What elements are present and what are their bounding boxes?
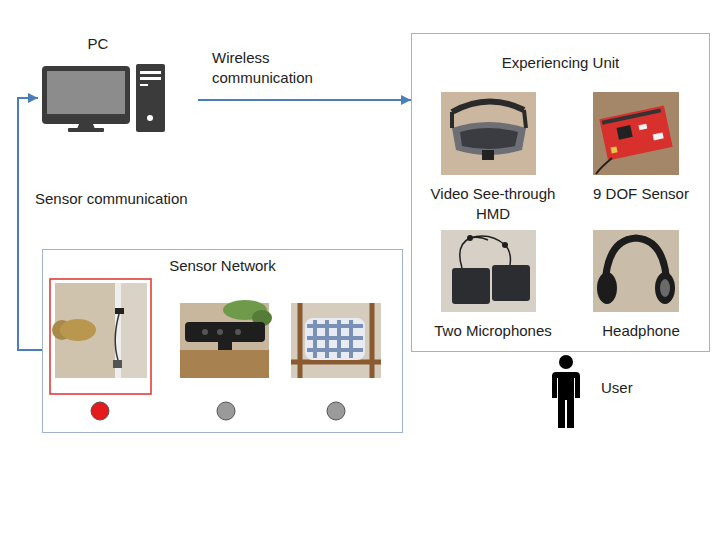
pc-icon-part bbox=[140, 71, 161, 74]
user-icon-part bbox=[559, 355, 573, 369]
sensor-photo-part bbox=[610, 146, 617, 153]
arrow-connector bbox=[18, 98, 42, 350]
headphone-photo bbox=[593, 230, 679, 312]
headphone-photo-part bbox=[597, 272, 617, 304]
pc-icon-part bbox=[140, 77, 161, 80]
sensor-photo bbox=[593, 92, 679, 175]
hmd-photo-part bbox=[460, 128, 518, 149]
kinect-photo-part bbox=[202, 329, 208, 335]
box-title: Sensor Network bbox=[43, 250, 402, 276]
microphones-photo-part bbox=[441, 230, 536, 312]
pc-icon bbox=[42, 64, 165, 132]
door-sensor-photo-part bbox=[113, 360, 122, 368]
device-item: Video See-through HMD bbox=[424, 93, 562, 230]
computer-node: PC bbox=[38, 34, 198, 134]
user-icon bbox=[552, 355, 580, 428]
kinect-photo-part bbox=[180, 350, 269, 378]
kinect-photo-part bbox=[217, 329, 223, 335]
item-label: PC bbox=[38, 34, 158, 54]
door-sensor-photo bbox=[52, 283, 147, 378]
microphones-photo-part bbox=[492, 265, 530, 301]
door-sensor-photo-part bbox=[115, 314, 119, 360]
hmd-photo bbox=[441, 92, 536, 175]
edge-label: Sensor communication bbox=[35, 189, 188, 209]
door-sensor-photo-part bbox=[55, 283, 115, 378]
box-title: Experiencing Unit bbox=[412, 34, 709, 73]
headphone-photo-part bbox=[655, 272, 675, 304]
sensor-photo-part bbox=[593, 92, 679, 175]
microphones-photo-part bbox=[452, 268, 490, 304]
kinect-photo-part bbox=[218, 342, 232, 350]
edge-label: Wireless communication bbox=[212, 48, 342, 88]
sensor-photo-part bbox=[617, 125, 633, 140]
device-item: Headphone bbox=[582, 231, 700, 347]
sensor-photo-part bbox=[602, 108, 662, 124]
item-label: Video See-through HMD bbox=[424, 184, 562, 224]
device-item: Two Microphones bbox=[419, 231, 567, 347]
cushion-photo-part bbox=[291, 303, 381, 378]
hmd-photo-part bbox=[452, 101, 524, 112]
microphones-photo-part bbox=[502, 242, 508, 248]
hmd-photo-part bbox=[482, 150, 494, 160]
pc-icon-part bbox=[136, 64, 165, 132]
door-sensor-photo-part bbox=[55, 283, 147, 378]
cushion-photo-part bbox=[307, 320, 363, 358]
device-item: 9 DOF Sensor bbox=[592, 93, 690, 230]
user-icon-part bbox=[552, 372, 580, 428]
unit-box: Experiencing UnitVideo See-through HMD 9 … bbox=[411, 33, 710, 352]
pc-icon-part bbox=[42, 66, 130, 124]
status-dot bbox=[327, 402, 345, 420]
pc-icon-part bbox=[68, 128, 104, 132]
microphones-photo-part bbox=[467, 235, 473, 241]
item-label: Two Microphones bbox=[419, 321, 567, 341]
pc-icon-part bbox=[147, 115, 153, 121]
item-label: Headphone bbox=[582, 321, 700, 341]
pc-icon-part bbox=[140, 84, 148, 86]
sensor-photo-part bbox=[638, 124, 647, 131]
network-box: Sensor Network bbox=[42, 249, 403, 433]
sensor-photo-part bbox=[599, 106, 672, 161]
status-dot bbox=[91, 402, 109, 420]
item-label: 9 DOF Sensor bbox=[592, 184, 690, 204]
cushion-photo-part bbox=[305, 318, 365, 360]
hmd-photo-part bbox=[452, 110, 526, 128]
pc-icon-part bbox=[47, 71, 125, 114]
microphones-photo bbox=[441, 230, 536, 312]
kinect-photo-part bbox=[185, 322, 265, 342]
sensor-photo-part bbox=[599, 106, 672, 161]
hmd-photo-part bbox=[441, 92, 536, 175]
headphone-photo-part bbox=[593, 230, 679, 312]
headphone-photo-part bbox=[660, 279, 670, 297]
arrow-connector bbox=[198, 99, 411, 101]
user-node: User bbox=[548, 356, 648, 430]
cushion-photo bbox=[291, 303, 381, 378]
microphones-photo-part bbox=[460, 236, 511, 268]
highlight-frame bbox=[50, 279, 151, 394]
kinect-photo bbox=[180, 300, 272, 378]
item-label: User bbox=[601, 378, 633, 398]
status-dot bbox=[217, 402, 235, 420]
kinect-photo-part bbox=[235, 329, 241, 335]
sensor-photo-part bbox=[596, 158, 612, 174]
door-sensor-photo-part bbox=[60, 319, 96, 341]
cushion-photo-part bbox=[291, 303, 381, 378]
sensor-photo-part bbox=[653, 132, 664, 140]
door-sensor-photo-part bbox=[115, 308, 124, 314]
